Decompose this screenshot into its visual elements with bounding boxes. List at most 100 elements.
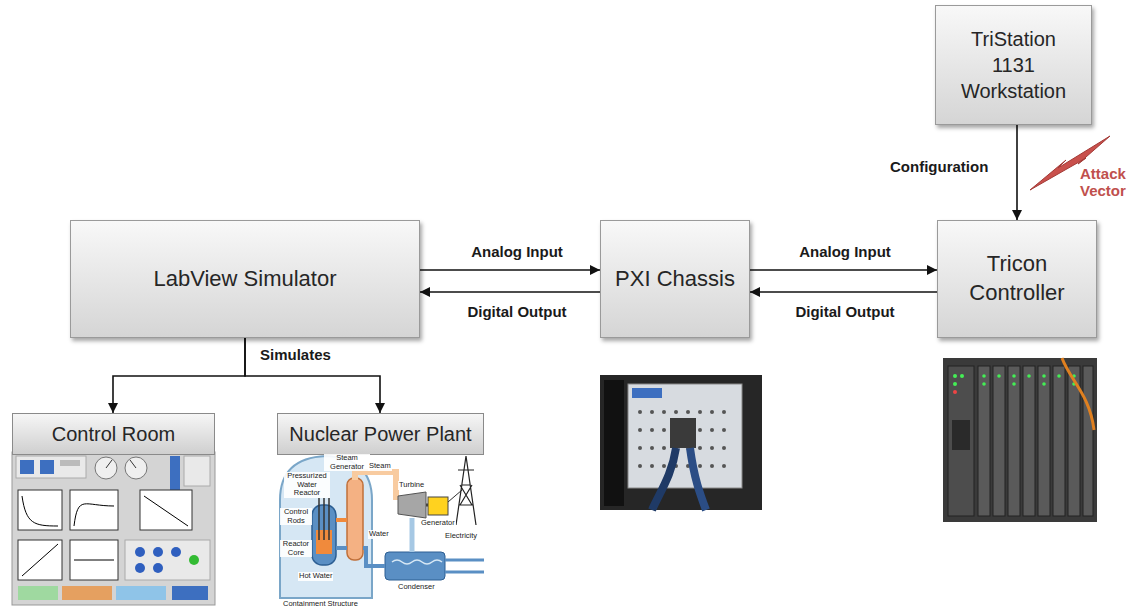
pxi-chassis-photo-part [670, 418, 696, 448]
edge-label: Simulates [258, 346, 333, 364]
control-room-screenshot [12, 452, 215, 605]
tricon-controller-photo-part [1053, 366, 1065, 516]
control-room-screenshot-part [135, 563, 145, 573]
pxi-chassis-photo-part [604, 380, 624, 506]
control-room-screenshot-part [60, 460, 80, 466]
tricon-controller-photo-part-part [960, 374, 964, 378]
control-room-screenshot-part [70, 490, 118, 530]
node-text-group: Nuclear Power Plant [289, 421, 471, 447]
nuclear-plant-illustration-part [328, 498, 330, 540]
pxi-chassis-photo [600, 375, 762, 510]
pxi-chassis-photo-part-part [674, 410, 678, 414]
edge-label: Digital Output [793, 303, 896, 321]
illustration-label: Hot Water [298, 572, 333, 581]
nuclear-plant-illustration-part [280, 456, 372, 598]
section-header: Nuclear Power Plant [277, 413, 484, 455]
pxi-chassis-photo-part-part [722, 446, 726, 450]
tricon-controller-photo-part-part [1057, 374, 1061, 378]
pxi-chassis-photo-part-part [650, 410, 654, 414]
tricon-controller-photo-part-part [1027, 374, 1031, 378]
pxi-chassis-photo-part-part [710, 428, 714, 432]
pxi-chassis-photo-part-part [662, 428, 666, 432]
tricon-controller-photo-part [1083, 366, 1093, 516]
illustration-label: Generator [420, 519, 456, 528]
node-label: PXI Chassis [615, 265, 735, 294]
illustration-label: Condenser [397, 583, 436, 592]
pxi-chassis-photo-part-part [710, 410, 714, 414]
pxi-chassis-photo-part-part [710, 446, 714, 450]
tricon-controller-photo-part [993, 366, 1005, 516]
tricon-controller-photo-part-part [953, 382, 957, 386]
signal-arrow [420, 291, 600, 293]
pxi-chassis-photo-part-part [722, 410, 726, 414]
node-text-group: TriStation 1131 Workstation [950, 26, 1078, 104]
node-text-group: Tricon Controller [956, 250, 1078, 307]
tricon-controller-photo-part-part [1012, 382, 1016, 386]
pxi-chassis-photo-part-part [662, 446, 666, 450]
control-room-screenshot-part [20, 460, 34, 474]
illustration-label: Reactor Core [280, 540, 312, 557]
node-label: TriStation 1131 Workstation [950, 26, 1078, 104]
tricon-controller-photo-part [1023, 366, 1035, 516]
nuclear-plant-illustration-part [355, 472, 396, 500]
tricon-controller-photo-part-part [1042, 374, 1046, 378]
nuclear-plant-illustration-part [336, 546, 347, 550]
nuclear-plant-illustration-part [347, 478, 363, 560]
control-room-screenshot-part [22, 496, 58, 526]
nuclear-plant-illustration-part [336, 518, 347, 522]
control-room-screenshot-part [16, 456, 86, 478]
nuclear-plant-illustration-part [385, 552, 445, 580]
pxi-chassis-photo-part-part [650, 446, 654, 450]
nuclear-plant-illustration-part [277, 452, 484, 610]
illustration-label: Water [368, 530, 390, 539]
pxi-chassis-photo-part [652, 448, 676, 510]
tricon-controller-photo-part-part [1042, 382, 1046, 386]
edge-label: Digital Output [465, 303, 568, 321]
nuclear-plant-illustration-part [410, 518, 415, 552]
control-room-screenshot-part [22, 544, 58, 576]
control-room-screenshot-part [171, 547, 181, 557]
control-room-screenshot-part [106, 460, 112, 468]
tricon-controller-photo-part [1038, 366, 1050, 516]
nuclear-plant-illustration [277, 452, 484, 610]
tricon-controller-photo-part-part [997, 374, 1001, 378]
tricon-controller-photo-part [1062, 358, 1094, 430]
nuclear-plant-illustration-part [318, 498, 320, 540]
control-room-screenshot-part [18, 490, 62, 530]
pxi-chassis-photo-part-part [698, 446, 702, 450]
edge-label: Analog Input [469, 243, 565, 261]
tricon-controller-photo-part-part [1012, 374, 1016, 378]
edge-label: Analog Input [797, 243, 893, 261]
pxi-chassis-photo-part-part [722, 464, 726, 468]
illustration-label: Steam [368, 462, 392, 471]
nuclear-plant-illustration-part [445, 560, 484, 572]
control-room-screenshot-part [74, 560, 114, 561]
node-label: LabView Simulator [153, 265, 336, 294]
nuclear-plant-illustration-part [363, 548, 385, 566]
illustration-label: Turbine [398, 481, 425, 490]
pxi-chassis-photo-part-part [650, 428, 654, 432]
tricon-controller-photo-part [943, 358, 1097, 522]
illustration-label: Steam Generator [324, 454, 370, 471]
tricon-controller-photo-part-part [982, 382, 986, 386]
signal-arrow [113, 338, 245, 413]
control-room-screenshot-part [153, 563, 163, 573]
pxi-chassis-photo-part [632, 388, 662, 398]
illustration-label: Containment Structure [282, 600, 359, 609]
node-text-group: Control Room [52, 421, 175, 447]
control-room-screenshot-part [18, 540, 62, 580]
control-room-screenshot-part [40, 460, 54, 474]
pxi-chassis-photo-part-part [698, 428, 702, 432]
tricon-controller-photo-part [1008, 366, 1020, 516]
pxi-chassis-photo-part-part [662, 410, 666, 414]
control-room-screenshot-part [140, 490, 192, 530]
pxi-chassis-photo-part [638, 410, 726, 468]
pxi-chassis-photo-part-part [722, 428, 726, 432]
control-room-screenshot-part [74, 504, 114, 526]
node-text-group: LabView Simulator [153, 265, 336, 294]
pxi-chassis-photo-part-part [698, 410, 702, 414]
control-room-screenshot-part [184, 456, 210, 486]
control-room-screenshot-part [125, 457, 147, 479]
node-label: Nuclear Power Plant [289, 421, 471, 447]
